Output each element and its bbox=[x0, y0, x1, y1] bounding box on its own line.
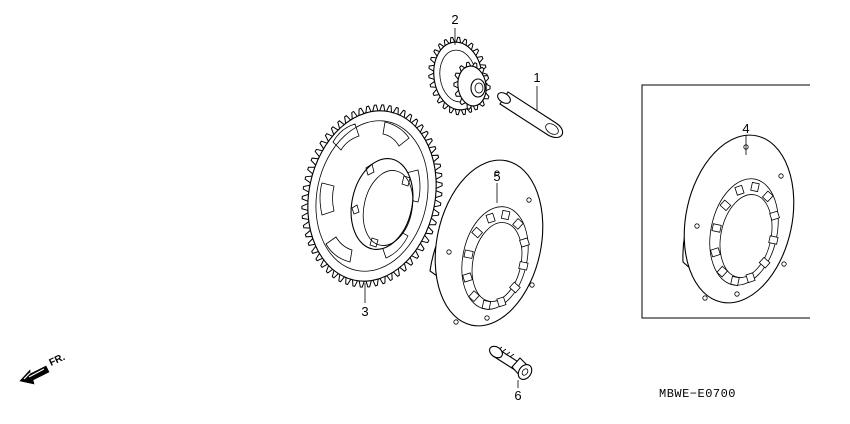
clutch-roller bbox=[500, 209, 511, 221]
clutch-roller bbox=[761, 190, 774, 203]
clutch-roller bbox=[463, 249, 474, 259]
callout-4: 4 bbox=[742, 121, 749, 136]
callout-5: 5 bbox=[493, 169, 500, 184]
clutch-roller bbox=[758, 256, 771, 269]
callout-3: 3 bbox=[361, 304, 368, 319]
clutch-roller bbox=[719, 199, 732, 212]
callout-6: 6 bbox=[514, 388, 521, 403]
clutch-roller bbox=[485, 212, 496, 224]
inset-frame bbox=[641, 84, 810, 319]
clutch-roller bbox=[711, 223, 722, 233]
callout-1: 1 bbox=[533, 70, 540, 85]
clutch-roller bbox=[481, 299, 492, 311]
part-2-gear bbox=[428, 36, 491, 116]
clutch-roller bbox=[471, 226, 483, 239]
part-5-one-way-clutch bbox=[429, 159, 544, 327]
clutch-roller bbox=[768, 235, 779, 245]
callout-2: 2 bbox=[451, 12, 458, 27]
clutch-roller bbox=[710, 247, 721, 258]
clutch-roller bbox=[716, 265, 729, 278]
part-1-pin bbox=[497, 91, 564, 139]
clutch-roller bbox=[496, 296, 507, 308]
front-direction-arrow-icon bbox=[19, 365, 50, 385]
part-3-starter-driven-gear bbox=[301, 104, 443, 288]
diagram-code: MBWE−E0700 bbox=[659, 387, 736, 401]
clutch-roller bbox=[509, 281, 521, 294]
clutch-roller bbox=[468, 290, 480, 302]
clutch-roller bbox=[769, 210, 780, 221]
part-6-socket-bolt bbox=[489, 345, 533, 380]
clutch-roller bbox=[734, 184, 745, 196]
clutch-roller bbox=[518, 261, 529, 271]
leader-lines bbox=[364, 28, 747, 388]
part-4-one-way-clutch-assembly bbox=[682, 134, 795, 304]
clutch-roller bbox=[750, 181, 760, 193]
clutch-roller bbox=[730, 275, 740, 287]
clutch-roller bbox=[462, 272, 473, 283]
direction-label: FR. bbox=[48, 352, 67, 369]
clutch-roller bbox=[519, 237, 530, 248]
clutch-roller bbox=[745, 272, 756, 284]
clutch-roller bbox=[512, 218, 524, 230]
